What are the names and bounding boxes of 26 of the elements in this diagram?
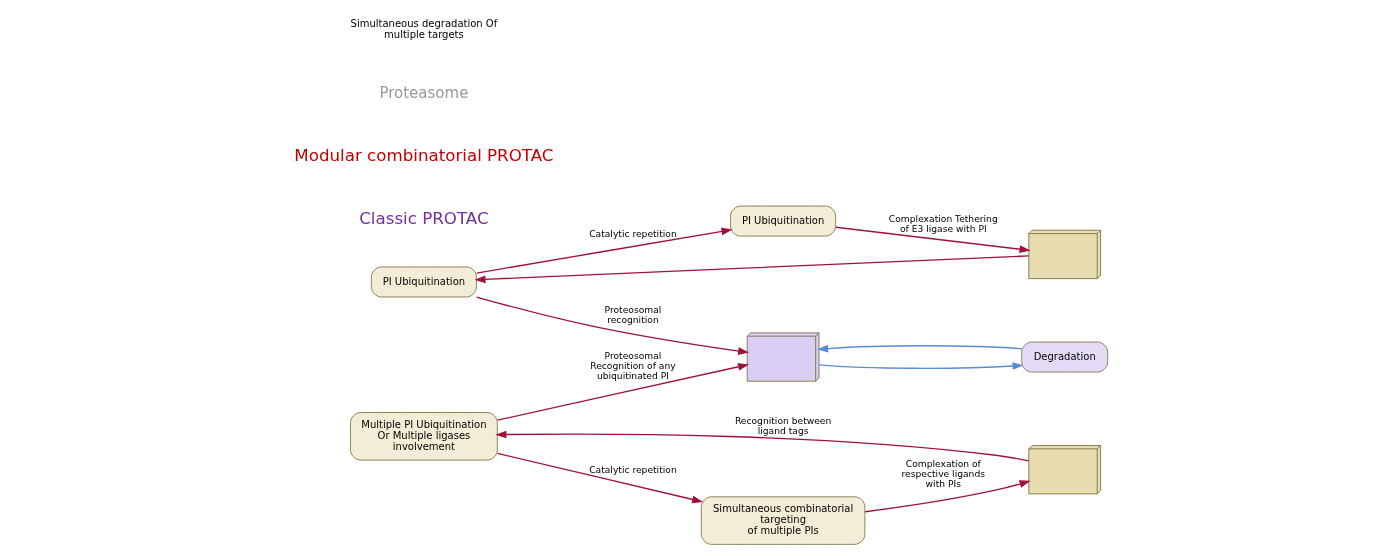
arrow	[474, 255, 1029, 284]
node-box: PI Ubiquitination	[729, 205, 836, 237]
arrow	[863, 480, 1031, 513]
label: Proteasome	[378, 83, 468, 102]
arrow	[816, 344, 1022, 353]
node-box: PI Ubiquitination	[370, 266, 477, 298]
edge-label: Proteosomal Recognition of any ubiquitinated PI	[589, 349, 676, 381]
arrow	[496, 363, 749, 421]
node-box: Multiple PI Ubiquitination Or Multiple ligases involvement	[349, 412, 498, 461]
arrow	[496, 452, 703, 504]
edge-label: Complexation of respective ligands with PIs	[901, 458, 985, 490]
edge-label: Recognition between ligand tags	[734, 414, 831, 436]
node-box: Degradation	[1020, 341, 1108, 373]
edge-label: Complexation Tethering of E3 ligase with PI	[888, 212, 998, 234]
arrow	[834, 226, 1031, 253]
node-box: Simultaneous combinatorial targeting of multiple PIs	[700, 496, 865, 545]
arrow	[475, 227, 732, 274]
edge-label: Proteosomal recognition	[604, 303, 661, 325]
arrow	[494, 430, 1029, 462]
label: Simultaneous degradation Of multiple targets	[350, 18, 497, 40]
arrow	[475, 296, 749, 355]
arrow	[817, 362, 1024, 370]
label: Modular combinatorial PROTAC	[293, 145, 553, 165]
label: Classic PROTAC	[358, 209, 489, 229]
edge-label: Catalytic repetition	[588, 227, 677, 239]
edge-label: Catalytic repetition	[588, 463, 677, 475]
